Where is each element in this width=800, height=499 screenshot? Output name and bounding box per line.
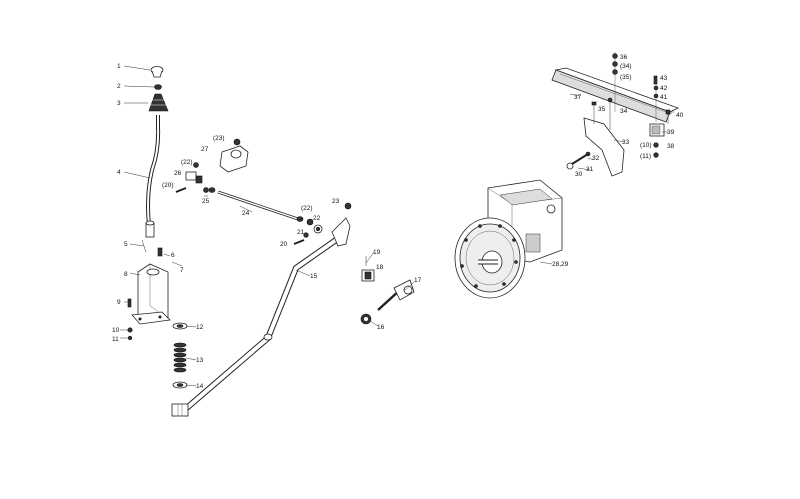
cross-shaft bbox=[208, 187, 304, 222]
callout-36: 36 bbox=[620, 54, 628, 61]
callout-3: 3 bbox=[117, 100, 121, 107]
shift-lever-rod bbox=[145, 115, 161, 238]
callout-31: 31 bbox=[586, 166, 594, 173]
callout-30: 30 bbox=[575, 171, 583, 178]
callout-35b: (35) bbox=[620, 74, 632, 81]
shift-linkage-rod bbox=[171, 217, 351, 417]
callout-33: 33 bbox=[622, 139, 630, 146]
callout-27: 27 bbox=[201, 146, 209, 153]
callout-11: 11 bbox=[112, 336, 119, 343]
callout-9: 9 bbox=[117, 299, 121, 306]
callout-18: 18 bbox=[376, 264, 384, 271]
lever-bracket bbox=[131, 263, 171, 325]
callout-25: 25 bbox=[202, 198, 210, 205]
callout-7: 7 bbox=[180, 267, 184, 274]
callout-38: 38 bbox=[667, 143, 675, 150]
callout-39: 39 bbox=[667, 129, 675, 136]
callout-14: 14 bbox=[196, 383, 204, 390]
callout-10b: (10) bbox=[640, 142, 652, 149]
callout-42: 42 bbox=[660, 85, 668, 92]
callout-40: 40 bbox=[676, 112, 684, 119]
callout-11b: (11) bbox=[640, 153, 651, 160]
callout-16: 16 bbox=[377, 324, 385, 331]
callout-24: 24 bbox=[242, 210, 250, 217]
small-fittings-right bbox=[293, 202, 352, 245]
rail-bracket bbox=[583, 97, 625, 177]
spring-assembly bbox=[172, 322, 188, 389]
upper-bracket bbox=[219, 138, 249, 173]
callout-15: 15 bbox=[310, 273, 318, 280]
callout-5: 5 bbox=[124, 241, 128, 248]
callout-23a: (23) bbox=[213, 135, 225, 142]
callout-22c: 22 bbox=[313, 215, 321, 222]
callout-20a: (20) bbox=[162, 182, 174, 189]
mounting-rail bbox=[551, 67, 680, 123]
callout-12: 12 bbox=[196, 324, 204, 331]
callout-20b: 20 bbox=[280, 241, 288, 248]
callout-8: 8 bbox=[124, 271, 128, 278]
callout-22a: (22) bbox=[181, 159, 193, 166]
callout-28-29: 28,29 bbox=[552, 261, 569, 268]
knob-nut bbox=[154, 84, 162, 90]
pivot-assembly bbox=[360, 256, 415, 325]
callout-19: 19 bbox=[373, 249, 381, 256]
callout-34: 34 bbox=[620, 108, 628, 115]
callout-41: 41 bbox=[660, 94, 668, 101]
callout-21: 21 bbox=[297, 229, 305, 236]
callout-10: 10 bbox=[112, 327, 120, 334]
small-fittings-left bbox=[175, 162, 209, 193]
callout-23b: 23 bbox=[332, 198, 340, 205]
callout-4: 4 bbox=[117, 169, 121, 176]
callout-labels: 1 2 3 4 5 6 7 8 9 10 11 12 13 14 15 16 1… bbox=[112, 54, 684, 390]
transmission-housing bbox=[454, 179, 563, 299]
leader-lines bbox=[120, 65, 674, 387]
callout-1: 1 bbox=[117, 63, 121, 70]
callout-34b: (34) bbox=[620, 63, 632, 70]
callout-13: 13 bbox=[196, 357, 204, 364]
callout-17: 17 bbox=[414, 277, 422, 284]
callout-6: 6 bbox=[171, 252, 175, 259]
callout-37: 37 bbox=[574, 94, 582, 101]
callout-32: 32 bbox=[592, 155, 600, 162]
rail-bolt-stack-top bbox=[612, 52, 618, 112]
callout-35: 35 bbox=[598, 106, 606, 113]
callout-2: 2 bbox=[117, 83, 121, 90]
pivot-pin bbox=[566, 151, 591, 170]
shift-knob bbox=[150, 66, 164, 78]
right-bolt-stack bbox=[653, 75, 659, 158]
callout-26: 26 bbox=[174, 170, 182, 177]
callout-43: 43 bbox=[660, 75, 668, 82]
callout-22b: (22) bbox=[301, 205, 313, 212]
shift-boot bbox=[148, 93, 169, 112]
